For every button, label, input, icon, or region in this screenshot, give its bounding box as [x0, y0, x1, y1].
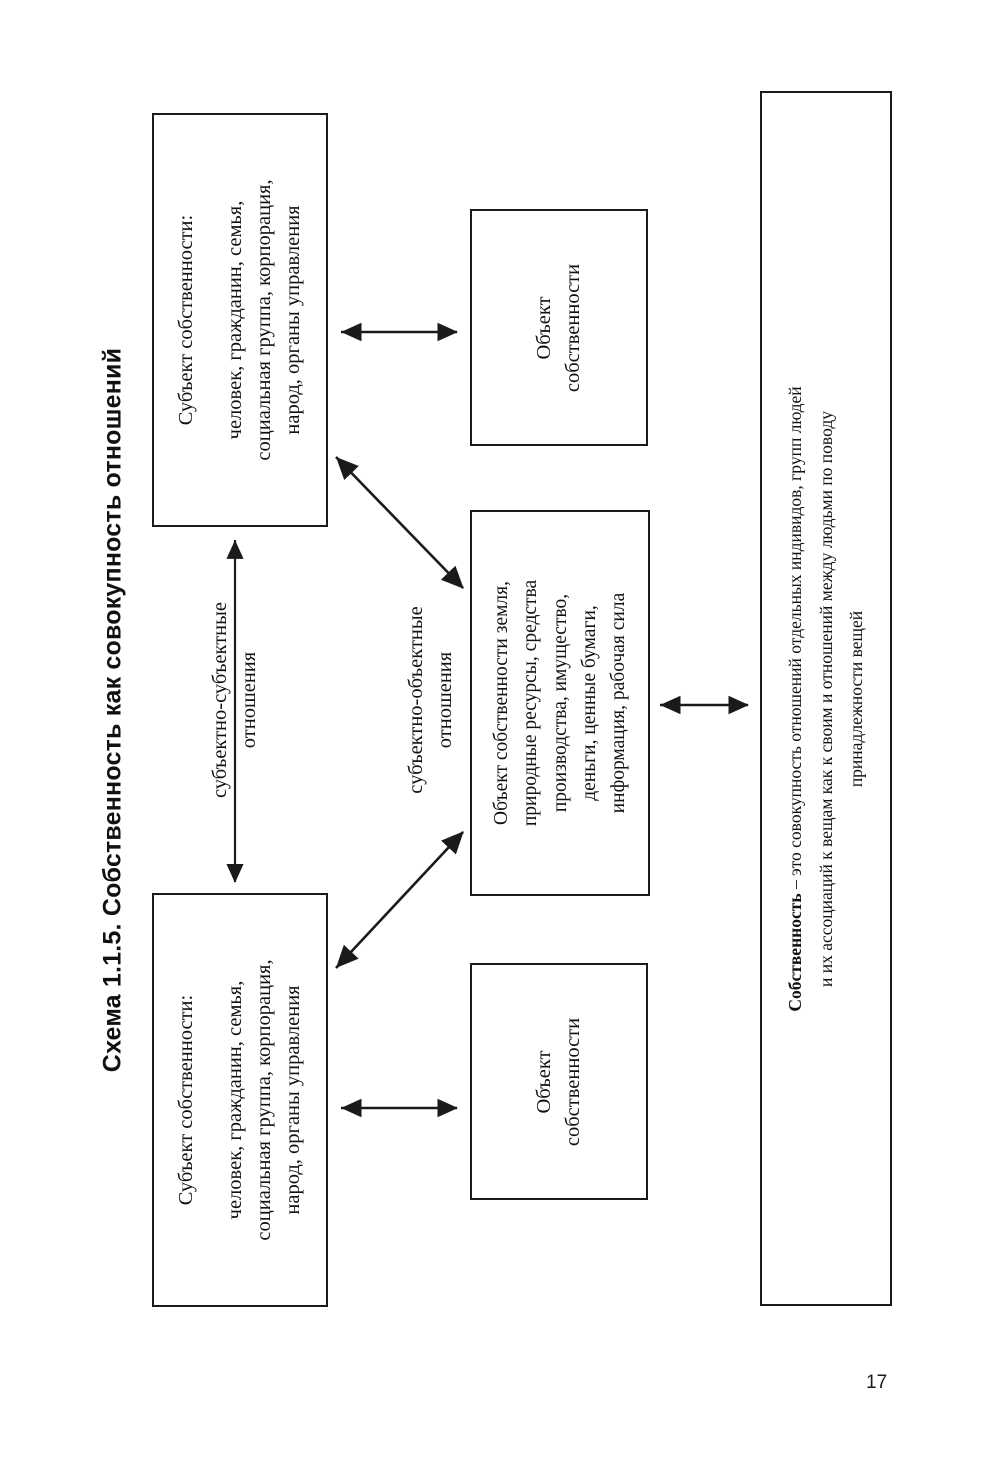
box-object-bottom-line-1: собственности [562, 1017, 584, 1146]
box-object-bottom-content: Объект собственности [530, 1017, 588, 1145]
box-subject-top-content: Субъект собственности: человек, граждани… [172, 179, 308, 460]
box-object-list-line-3: деньги, ценные бумаги, [578, 605, 600, 801]
box-object-top-line-0: Объект [532, 295, 555, 360]
page-number: 17 [866, 1372, 888, 1393]
box-subject-bottom-line-1: человек, гражданин, семья, [223, 980, 246, 1220]
label-subject-object-relation: субъектно-объектные отношения [392, 545, 470, 855]
label-subject-subject-relation: субъектно-субъектные отношения [196, 545, 274, 855]
box-object-list-content: Объект собственности земля, природные ре… [487, 580, 633, 826]
page-title-text: Схема 1.1.5. Собственность как совокупно… [98, 347, 127, 1073]
box-subject-top-line-1: человек, гражданин, семья, [223, 200, 246, 440]
box-definition-line-0: Собственность – это совокупность отношен… [785, 385, 806, 1012]
box-subject-top-line-3: народ, органы управления [282, 205, 305, 435]
box-object-top-line-1: собственности [562, 263, 584, 392]
box-object-list-line-4: информация, рабочая сила [607, 592, 629, 814]
box-object-list-line-0: Объект собственности земля, [490, 581, 512, 826]
page-title: Схема 1.1.5. Собственность как совокупно… [86, 180, 140, 1240]
box-subject-bottom-content: Субъект собственности: человек, граждани… [172, 959, 308, 1240]
label-subject-object-line-1: отношения [434, 651, 456, 749]
box-subject-top-line-0: Субъект собственности: [174, 214, 197, 426]
label-subject-object-line-0: субъектно-объектные [404, 606, 427, 794]
box-object-top[interactable]: Объект собственности [470, 209, 648, 446]
label-subject-subject-line-0: субъектно-субъектные [208, 601, 231, 799]
box-object-bottom-line-0: Объект [532, 1049, 555, 1114]
box-definition[interactable]: Собственность – это совокупность отношен… [760, 91, 892, 1306]
label-subject-subject-text: субъектно-субъектные отношения [206, 602, 264, 798]
box-object-top-content: Объект собственности [530, 263, 588, 391]
box-definition-line-2: принадлежности вещей [846, 610, 867, 787]
box-object-bottom[interactable]: Объект собственности [470, 963, 648, 1200]
box-subject-bottom-line-3: народ, органы управления [282, 985, 305, 1215]
box-subject-top[interactable]: Субъект собственности: человек, граждани… [152, 113, 328, 527]
box-definition-content: Собственность – это совокупность отношен… [780, 386, 872, 1011]
box-object-list[interactable]: Объект собственности земля, природные ре… [470, 510, 650, 896]
box-object-list-line-2: производства, имущество, [549, 593, 571, 813]
label-subject-object-text: субъектно-объектные отношения [402, 606, 460, 793]
box-definition-line-1: и их ассоциаций к вещам как к своим и от… [815, 410, 836, 987]
label-subject-subject-line-1: отношения [238, 651, 260, 749]
box-object-list-line-1: природные ресурсы, средства [520, 579, 542, 827]
box-subject-top-line-2: социальная группа, корпорация, [253, 179, 275, 461]
box-subject-bottom[interactable]: Субъект собственности: человек, граждани… [152, 893, 328, 1307]
box-subject-bottom-line-2: социальная группа, корпорация, [253, 959, 275, 1241]
box-subject-bottom-line-0: Субъект собственности: [174, 994, 197, 1206]
